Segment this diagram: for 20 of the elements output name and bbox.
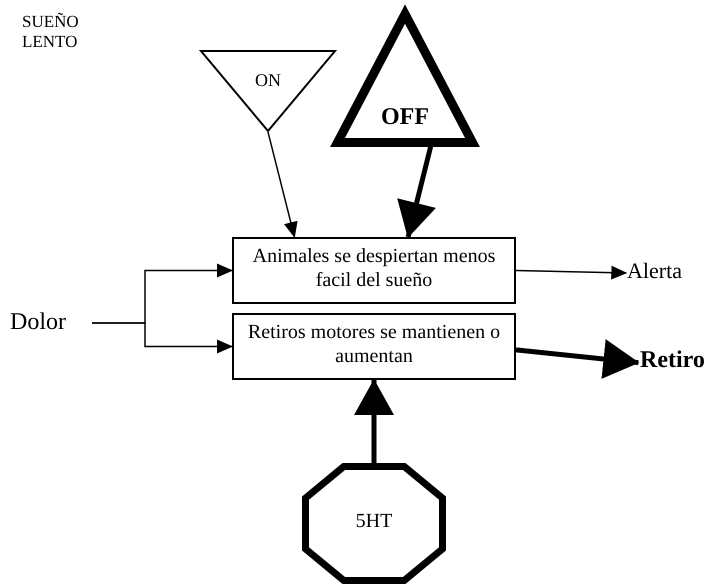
- node-label: Dolor: [10, 308, 67, 337]
- arrow: [397, 144, 436, 238]
- triangle-node: [200, 50, 336, 132]
- triangle-node: [333, 5, 477, 147]
- node-label: Retiros motores se mantienen o aumentan: [246, 320, 502, 368]
- stage-label: SUEÑO LENTO: [22, 12, 80, 53]
- node-label: OFF: [380, 103, 430, 132]
- arrow: [267, 132, 298, 238]
- arrow: [516, 339, 640, 379]
- node-label: Alerta: [627, 258, 683, 284]
- arrow: [92, 322, 233, 354]
- octagon-node: [302, 463, 446, 584]
- node-label: ON: [254, 70, 282, 92]
- process-box: [232, 313, 516, 380]
- node-label: 5HT: [354, 509, 394, 533]
- node-label: Retiro: [640, 346, 706, 375]
- arrow: [516, 266, 628, 280]
- process-box: [232, 237, 516, 304]
- node-label: Animales se despiertan menos facil del sueño: [252, 244, 496, 292]
- arrow: [354, 379, 394, 466]
